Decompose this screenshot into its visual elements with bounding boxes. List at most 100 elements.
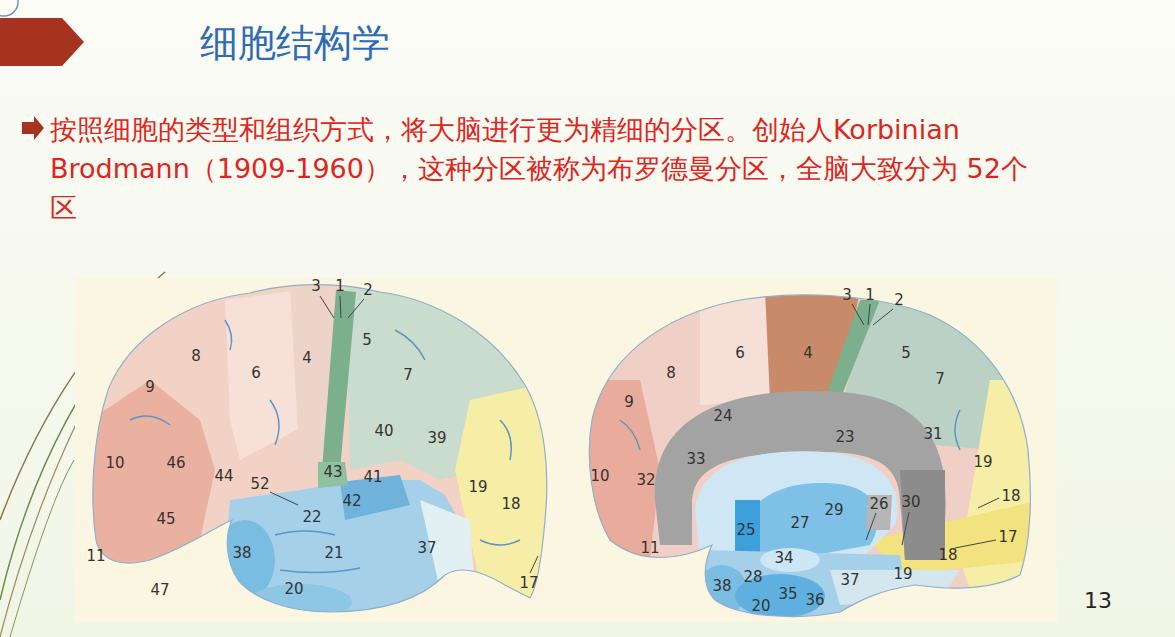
leader-line <box>320 296 334 318</box>
area-number: 43 <box>323 465 342 480</box>
leader-line <box>955 540 996 548</box>
area-number: 18 <box>501 497 520 512</box>
slide-title: 细胞结构学 <box>200 18 390 69</box>
area-number: 2 <box>363 283 373 298</box>
area-number: 31 <box>923 427 942 442</box>
area-number: 11 <box>86 549 105 564</box>
leader-line <box>852 304 864 325</box>
area-number: 41 <box>363 470 382 485</box>
area-number: 22 <box>302 510 321 525</box>
area-number: 19 <box>973 455 992 470</box>
lateral-brain <box>80 270 560 630</box>
area-number: 10 <box>590 469 609 484</box>
area-number: 17 <box>519 576 538 591</box>
leader-line <box>270 492 298 505</box>
area-number: 27 <box>790 516 809 531</box>
area-number: 3 <box>311 279 321 294</box>
area-number: 38 <box>712 579 731 594</box>
area-number: 6 <box>251 366 261 381</box>
area-number: 24 <box>713 409 732 424</box>
area-number: 2 <box>894 293 904 308</box>
sulcus <box>955 410 960 450</box>
area-number: 47 <box>150 583 169 598</box>
auditory-region <box>340 475 410 520</box>
leader-line <box>348 299 364 318</box>
frontal-region <box>580 285 1040 625</box>
area-number: 52 <box>250 477 269 492</box>
area-number: 37 <box>417 541 436 556</box>
premotor-region <box>700 295 770 405</box>
area-number: 33 <box>686 452 705 467</box>
prefrontal-region <box>90 380 215 600</box>
area-number: 7 <box>935 372 945 387</box>
sulcus <box>620 420 640 450</box>
leader-line <box>868 304 870 325</box>
central-strip <box>322 290 356 470</box>
area-number: 45 <box>156 512 175 527</box>
sulcus <box>270 400 279 445</box>
inferior-temporal <box>248 584 352 620</box>
area-number: 19 <box>468 480 487 495</box>
area-number: 46 <box>166 456 185 471</box>
sulcus <box>275 531 335 535</box>
leader-line <box>978 498 999 508</box>
temporo-occipital-region <box>420 500 475 600</box>
area-number: 8 <box>666 366 676 381</box>
area-number: 21 <box>324 546 343 561</box>
area-number: 9 <box>145 380 155 395</box>
area-number: 32 <box>636 473 655 488</box>
prefrontal-region <box>580 380 660 560</box>
area-number: 8 <box>191 349 201 364</box>
area-43-region <box>318 462 348 488</box>
retrosplenial-region <box>900 470 945 560</box>
area-26-region <box>866 495 892 530</box>
leader-line <box>902 512 909 545</box>
leader-line <box>340 296 341 318</box>
leader-line <box>866 513 876 540</box>
area-number: 6 <box>735 346 745 361</box>
leader-line <box>530 556 538 573</box>
occipital-region <box>455 380 560 620</box>
sulcus <box>130 416 170 425</box>
page-number: 13 <box>1084 590 1112 612</box>
area-number: 40 <box>374 424 393 439</box>
central-strip <box>828 300 880 395</box>
area-number: 3 <box>842 288 852 303</box>
leader-line <box>873 309 893 325</box>
area-number: 26 <box>869 497 888 512</box>
area-number: 34 <box>774 551 793 566</box>
sulcus <box>395 330 425 360</box>
area-number: 44 <box>214 469 233 484</box>
area-number: 42 <box>342 494 361 509</box>
brain-outline <box>589 295 1030 616</box>
entorhinal-region <box>735 574 825 618</box>
area-number: 4 <box>803 346 813 361</box>
area-number: 30 <box>901 495 920 510</box>
area-number: 23 <box>835 430 854 445</box>
area-number: 17 <box>998 530 1017 545</box>
area-number: 25 <box>736 523 755 538</box>
medial-brain <box>580 285 1040 625</box>
area-number: 18 <box>938 548 957 563</box>
area-number: 35 <box>778 587 797 602</box>
area-number: 39 <box>427 431 446 446</box>
occipital-region <box>960 380 1040 620</box>
area-34-region <box>760 548 820 572</box>
area-number: 28 <box>743 570 762 585</box>
area-number: 11 <box>640 541 659 556</box>
sulcus <box>225 320 232 350</box>
area-number: 10 <box>105 456 124 471</box>
frontal-region <box>80 270 560 630</box>
temporal-pole <box>215 520 275 600</box>
area-number: 5 <box>362 333 372 348</box>
area-number: 4 <box>302 351 312 366</box>
title-chevron <box>0 18 84 66</box>
sulcus <box>500 420 511 460</box>
area-number: 9 <box>624 395 634 410</box>
body-text: 按照细胞的类型和组织方式，将大脑进行更为精细的分区。创始人Korbinian B… <box>50 110 1030 227</box>
deco-curve <box>0 420 78 637</box>
area-number: 18 <box>1001 489 1020 504</box>
area-number: 29 <box>824 503 843 518</box>
